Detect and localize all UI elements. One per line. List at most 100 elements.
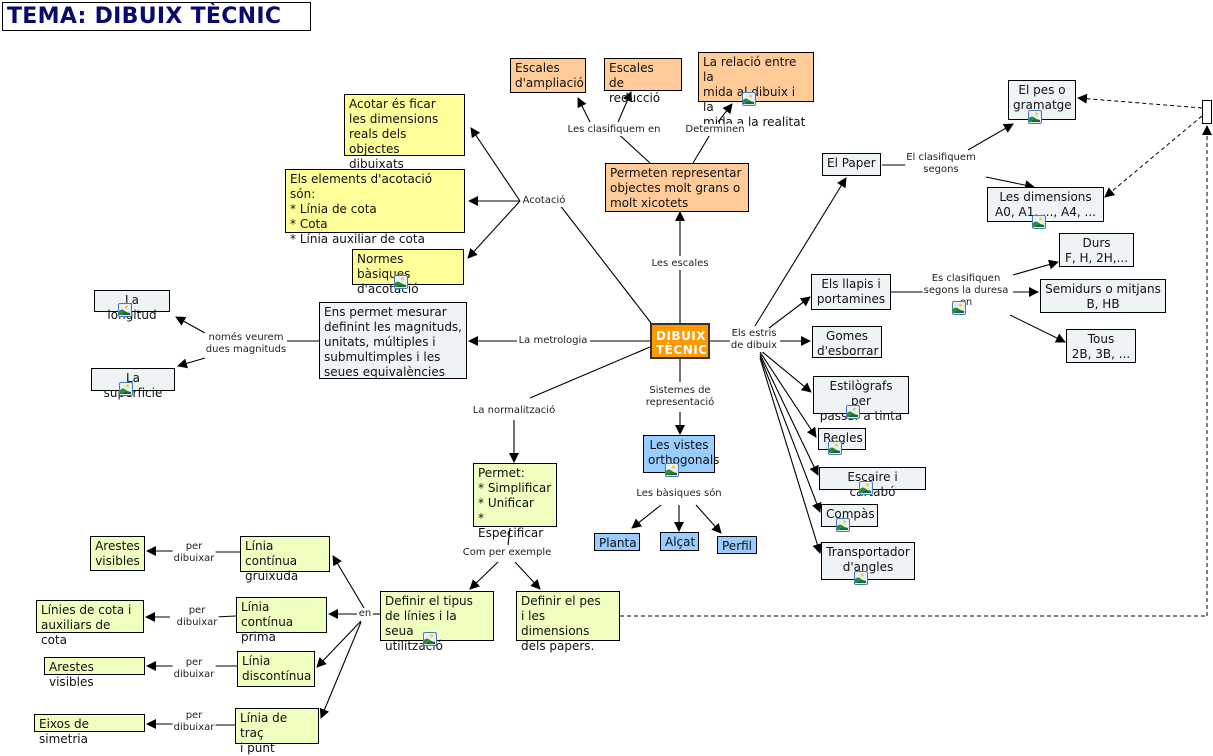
link-arrow xyxy=(631,504,662,529)
link-arrow xyxy=(985,176,1035,191)
link-arrow xyxy=(177,357,206,369)
link-arrow xyxy=(469,561,499,590)
link-label-acotacio: Acotació xyxy=(521,195,567,207)
link-line xyxy=(507,527,511,546)
concept-node-llapis[interactable]: Els llapis i portamines xyxy=(811,274,891,310)
concept-node-eixos[interactable]: Eixos de simetria xyxy=(34,714,145,746)
link-label-determinen: Determinen xyxy=(684,124,746,136)
map-title: TEMA: DIBUIX TÈCNIC xyxy=(2,2,311,31)
link-label-les-escales: Les escales xyxy=(650,258,710,270)
concept-node-normes[interactable]: Normes bàsiques d'acotació xyxy=(352,249,464,296)
link-label-basiques: Les bàsiques són xyxy=(635,488,723,500)
concept-node-continua-prima[interactable]: Línia contínua prima xyxy=(236,597,327,644)
link-label-per-dibuixar-4: per dibuixar xyxy=(172,710,216,734)
concept-node-linies-cota[interactable]: Línies de cota i auxiliars de cota xyxy=(36,600,144,647)
image-attachment-icon[interactable] xyxy=(952,301,966,315)
link-arrow xyxy=(759,353,819,476)
concept-node-trac-punt[interactable]: Línia de traç i punt xyxy=(235,708,319,755)
link-label-duresa: Es clasifiquen segons la duresa en xyxy=(922,273,1010,309)
image-attachment-icon[interactable] xyxy=(846,405,860,419)
link-arrow xyxy=(617,91,633,123)
link-arrow xyxy=(759,351,817,438)
image-attachment-icon[interactable] xyxy=(665,463,679,477)
link-label-exemple: Com per exemple xyxy=(461,547,553,559)
image-attachment-icon[interactable] xyxy=(119,382,133,396)
link-arrow xyxy=(759,355,822,513)
image-attachment-icon[interactable] xyxy=(118,303,132,317)
concept-node-tous[interactable]: Tous 2B, 3B, ... xyxy=(1066,329,1136,363)
concept-node-gomes[interactable]: Gomes d'esborrar xyxy=(812,326,882,358)
concept-node-pes-papers[interactable]: Definir el pes i les dimensions dels pap… xyxy=(516,591,620,653)
concept-node-dimensions[interactable]: Les dimensions A0, A1, ..., A4, ... xyxy=(987,187,1104,222)
concept-node-permet[interactable]: Permet: * Simplificar * Unificar * Espec… xyxy=(473,463,557,540)
link-label-estris: Els estris de dibuix xyxy=(729,328,779,352)
link-label-per-dibuixar-3: per dibuixar xyxy=(172,657,216,681)
concept-node-escales-ampl[interactable]: Escales d'ampliació xyxy=(510,58,586,93)
concept-node-superficie[interactable]: La superficie xyxy=(91,368,175,400)
concept-node-arestes-visibles-1[interactable]: Arestes visibles xyxy=(90,536,145,571)
link-label-sistemes: Sistemes de representació xyxy=(644,385,716,409)
link-label-per-dibuixar-2: per dibuixar xyxy=(175,605,219,629)
link-arrow xyxy=(332,555,365,609)
concept-node-durs[interactable]: Durs F, H, 2H,... xyxy=(1059,233,1134,267)
concept-node-vistes[interactable]: Les vistes orthogonals xyxy=(643,435,719,473)
concept-node-center[interactable]: DIBUIX TÈCNIC xyxy=(650,323,710,359)
link-arrow xyxy=(759,357,823,554)
concept-node-elements[interactable]: Els elements d'acotació són: * Línia de … xyxy=(285,169,465,246)
link-arrow xyxy=(759,349,812,393)
image-attachment-icon[interactable] xyxy=(1028,110,1042,124)
link-arrow xyxy=(695,504,722,534)
image-attachment-icon[interactable] xyxy=(836,518,850,532)
link-line xyxy=(529,346,651,399)
concept-node-metrologia[interactable]: Ens permet mesurar definint les magnitud… xyxy=(319,302,467,379)
link-label-dues-magnituds: només veurem dues magnituds xyxy=(204,332,288,356)
concept-node-regles[interactable]: Regles xyxy=(818,428,866,450)
concept-node-estilografs[interactable]: Estilògrafs per passar a tinta xyxy=(813,376,909,423)
image-attachment-icon[interactable] xyxy=(742,92,756,106)
link-arrow xyxy=(967,123,1014,151)
link-label-normalitzacio: La normalització xyxy=(471,405,557,417)
concept-node-semidurs[interactable]: Semidurs o mitjans B, HB xyxy=(1040,279,1166,313)
image-attachment-icon[interactable] xyxy=(1032,215,1046,229)
concept-node-alcat[interactable]: Alçat xyxy=(660,532,699,551)
link-arrow xyxy=(754,177,847,327)
link-line xyxy=(692,132,712,164)
concept-node-discontinua[interactable]: Línia discontínua xyxy=(237,651,315,687)
link-arrow xyxy=(1104,115,1203,198)
image-attachment-icon[interactable] xyxy=(854,571,868,585)
link-arrow xyxy=(1012,259,1059,276)
link-arrow xyxy=(175,316,206,334)
concept-node-continua-gruixuda[interactable]: Línia contínua gruixuda xyxy=(240,536,330,583)
concept-node-permeten[interactable]: Permeten representar objectes molt grans… xyxy=(605,163,749,212)
link-line xyxy=(555,199,652,324)
link-arrow xyxy=(577,97,591,123)
link-arrow xyxy=(319,621,362,719)
link-arrow xyxy=(717,103,733,123)
concept-node-perfil[interactable]: Perfil xyxy=(717,536,757,554)
link-arrow xyxy=(467,200,521,259)
link-label-en: en xyxy=(357,608,373,620)
concept-node-escales-red[interactable]: Escales de reducció xyxy=(604,58,682,105)
link-arrow xyxy=(514,561,541,590)
concept-node-acotar[interactable]: Acotar és ficar les dimensions reals del… xyxy=(344,94,465,171)
concept-node-pes[interactable]: El pes o gramatge xyxy=(1008,80,1076,120)
link-arrow xyxy=(470,127,521,202)
concept-node-nested-ref[interactable] xyxy=(1202,100,1212,124)
concept-node-arestes-visibles-2[interactable]: Arestes visibles xyxy=(44,657,145,689)
image-attachment-icon[interactable] xyxy=(423,632,437,646)
link-label-per-dibuixar-1: per dibuixar xyxy=(172,541,216,565)
concept-node-paper[interactable]: El Paper xyxy=(822,153,881,176)
image-attachment-icon[interactable] xyxy=(394,275,408,289)
concept-node-tipus-linies[interactable]: Definir el tipus de línies i la seua uti… xyxy=(380,591,494,653)
concept-node-longitud[interactable]: La longitud xyxy=(94,290,170,322)
link-arrow xyxy=(1077,93,1203,109)
concept-node-relacio[interactable]: La relació entre la mida al dibuix i la … xyxy=(698,52,814,129)
concept-node-transportador[interactable]: Transportador d'angles xyxy=(821,542,915,580)
image-attachment-icon[interactable] xyxy=(859,481,873,495)
concept-node-planta[interactable]: Planta xyxy=(594,533,640,551)
link-label-metrologia: La metrologia xyxy=(517,335,589,347)
link-label-paper-clasifiquem: El clasifiquem segons xyxy=(905,152,977,176)
image-attachment-icon[interactable] xyxy=(828,441,842,455)
link-arrow xyxy=(1009,314,1066,343)
link-arrow xyxy=(316,620,362,668)
